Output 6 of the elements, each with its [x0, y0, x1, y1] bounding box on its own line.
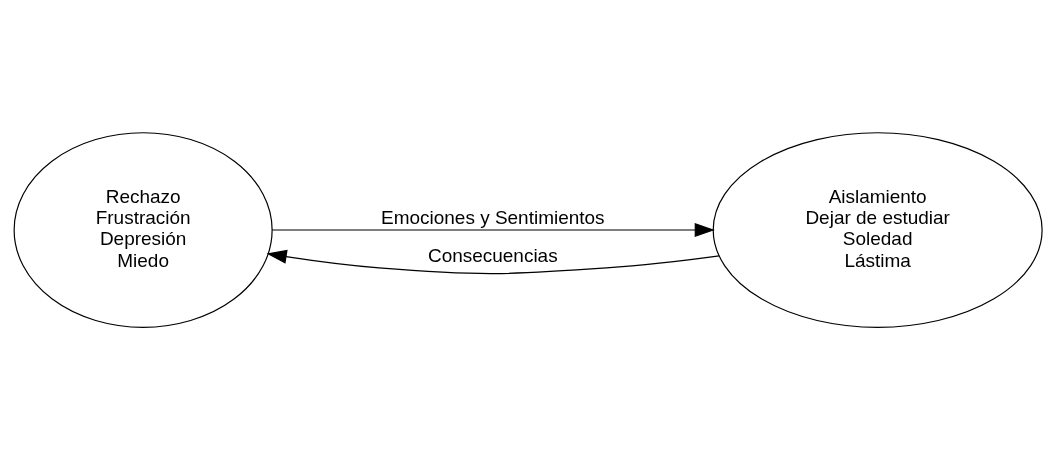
- arrow: [266, 249, 720, 275]
- node-ellipse: Aislamiento Dejar de estudiar Soledad Lástima: [712, 132, 1043, 328]
- node-ellipse: Rechazo Frustración Depresión Miedo: [13, 132, 273, 328]
- edge-label: Emociones y Sentimientos: [381, 206, 605, 228]
- arrow: [271, 222, 715, 238]
- edge-label: Consecuencias: [427, 244, 558, 266]
